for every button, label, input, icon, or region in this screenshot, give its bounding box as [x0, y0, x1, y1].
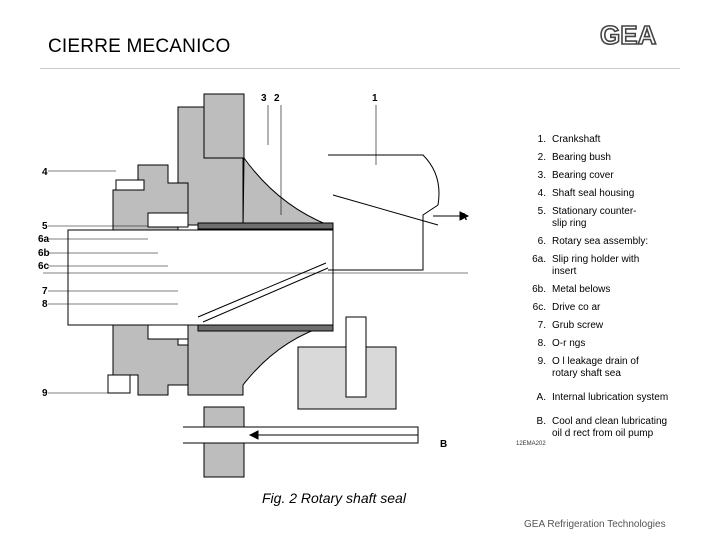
slide-title: CIERRE MECANICO [48, 36, 231, 57]
callout-7: 7 [42, 286, 48, 297]
legend-key [508, 218, 552, 230]
legend-key [508, 428, 552, 440]
legend-text: oil d rect from oil pump [552, 428, 654, 439]
legend-item: 8. O-r ngs [508, 338, 688, 350]
arrow-a-head [459, 211, 470, 221]
legend-text: Drive co ar [552, 302, 601, 313]
arrow-b-head [248, 430, 259, 440]
legend-key: 5. [537, 206, 546, 217]
housing-curve-upper [242, 156, 329, 231]
legend-key: 9. [537, 356, 546, 367]
legend-text: insert [552, 266, 577, 277]
legend-item: 2. Bearing bush [508, 152, 688, 164]
footer-text: GEA Refrigeration Technologies [524, 519, 666, 530]
bearing-cover-top [203, 93, 245, 159]
legend-text: Shaft seal housing [552, 188, 635, 199]
legend-text: Bearing bush [552, 152, 611, 163]
lube-channel-2 [197, 262, 327, 318]
legend-item: slip ring [508, 218, 688, 230]
legend-item: rotary shaft sea [508, 368, 688, 380]
callout-a: A [460, 212, 467, 223]
legend-text: slip ring [552, 218, 587, 229]
figure-caption: Fig. 2 Rotary shaft seal [262, 490, 406, 506]
legend-item: insert [508, 266, 688, 278]
legend-key [508, 368, 552, 380]
legend-item: 3. Bearing cover [508, 170, 688, 182]
legend-item: 5. Stationary counter- [508, 206, 688, 218]
legend-key [508, 266, 552, 278]
legend-text: Rotary sea assembly: [552, 236, 649, 247]
legend-item: 4. Shaft seal housing [508, 188, 688, 200]
legend-item: 6a. Slip ring holder with [508, 254, 688, 266]
legend-text: Stationary counter- [552, 206, 637, 217]
legend-item: 6. Rotary sea assembly: [508, 236, 688, 248]
shaft-seal-housing-upper [112, 164, 189, 241]
callout-b: B [440, 439, 447, 450]
legend-key: 6. [537, 236, 546, 247]
logo-text: GEA [600, 22, 657, 48]
crankshaft-shaft [67, 229, 334, 326]
bolt-upper [115, 179, 145, 191]
legend-text: rotary shaft sea [552, 368, 621, 379]
legend-key: A. [536, 392, 546, 403]
legend-key: 4. [537, 188, 546, 199]
legend-key: 3. [537, 170, 546, 181]
legend-key: 6b. [532, 284, 546, 295]
legend-item: 6c. Drive co ar [508, 302, 688, 314]
callout-8: 8 [42, 299, 48, 310]
drain-pipe [345, 316, 367, 398]
legend-key: 7. [537, 320, 546, 331]
crankshaft-upper [177, 94, 244, 226]
callout-5: 5 [42, 221, 48, 232]
legend-text: Metal belows [552, 284, 611, 295]
legend-text: Grub screw [552, 320, 604, 331]
legend-item: 1. Crankshaft [508, 134, 688, 146]
gea-logo-mark: GEA [600, 22, 657, 48]
legend-key: 1. [537, 134, 546, 145]
callout-4: 4 [42, 167, 48, 178]
slip-ring-holder-upper [147, 212, 189, 228]
bearing-bush-lower [197, 324, 334, 332]
callout-3: 3 [261, 93, 267, 104]
legend-text: O-r ngs [552, 338, 586, 349]
title-divider [40, 68, 680, 69]
legend-text: Cool and clean lubricating [552, 416, 668, 427]
legend-key: B. [536, 416, 546, 427]
legend-item: 6b. Metal belows [508, 284, 688, 296]
rotary-shaft-seal-drawing: 3 2 1 4 5 6a 6b 6c 7 8 9 A B [38, 93, 470, 478]
legend-text: Internal lubrication system [552, 392, 669, 403]
legend-key: 6c. [532, 302, 546, 313]
legend-item: oil d rect from oil pump [508, 428, 688, 440]
legend-item: B. Cool and clean lubricating [508, 416, 688, 428]
slip-ring-holder-lower [147, 324, 189, 340]
legend-item: 9. O l leakage drain of [508, 356, 688, 368]
gea-logo: GEA [600, 22, 680, 48]
bolt-lower [107, 374, 131, 394]
legend-item: A. Internal lubrication system [508, 392, 688, 404]
lube-channel-3 [332, 194, 439, 226]
callout-9: 9 [42, 388, 48, 399]
callout-6c: 6c [38, 261, 50, 272]
legend-key: 6a. [532, 254, 546, 265]
legend-item: 7. Grub screw [508, 320, 688, 332]
legend-text: Crankshaft [552, 134, 601, 145]
bearing-bush-upper [197, 222, 334, 230]
callout-6a: 6a [38, 234, 50, 245]
callout-6b: 6b [38, 248, 50, 259]
drawing-code: 12EMA202 [516, 441, 546, 447]
legend-text: Slip ring holder with [552, 254, 640, 265]
legend-text: Bearing cover [552, 170, 614, 181]
legend-text: O l leakage drain of [552, 356, 639, 367]
callout-2: 2 [274, 93, 280, 104]
legend-key: 2. [537, 152, 546, 163]
legend-key: 8. [537, 338, 546, 349]
callout-1: 1 [372, 93, 378, 104]
crank-cheek [328, 154, 440, 271]
lube-channel-1 [202, 267, 329, 323]
